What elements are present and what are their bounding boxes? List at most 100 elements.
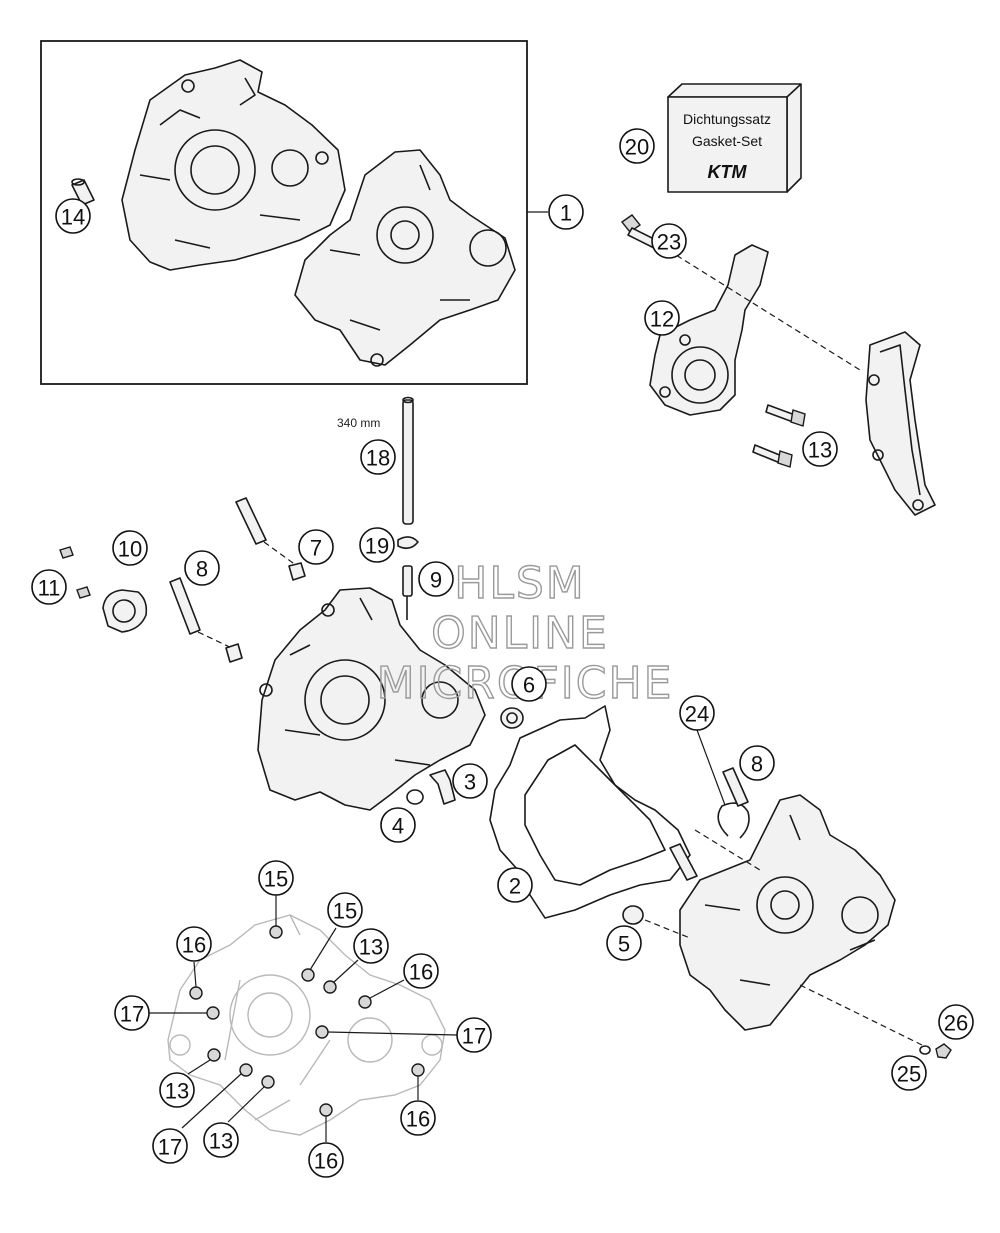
gasket-2-illustration (489, 705, 691, 919)
callout-5[interactable]: 5 (606, 925, 642, 961)
callout-13-right[interactable]: 13 (802, 431, 838, 467)
dash-7 (263, 541, 301, 569)
callout-10[interactable]: 10 (112, 530, 148, 566)
svg-text:17: 17 (462, 1024, 486, 1049)
svg-text:19: 19 (365, 534, 389, 559)
svg-text:16: 16 (314, 1149, 338, 1174)
svg-text:13: 13 (808, 438, 832, 463)
callout-1[interactable]: 1 (548, 194, 584, 230)
watermark-line1: HLSM (454, 558, 586, 609)
callout-16-b[interactable]: 16 (403, 953, 439, 989)
callout-15-b[interactable]: 15 (327, 892, 363, 928)
callout-23[interactable]: 23 (651, 223, 687, 259)
svg-text:10: 10 (118, 537, 142, 562)
dowel-7-illustration (288, 562, 306, 581)
svg-text:16: 16 (409, 960, 433, 985)
svg-text:24: 24 (685, 702, 709, 727)
svg-text:18: 18 (366, 446, 390, 471)
svg-text:16: 16 (406, 1107, 430, 1132)
dash-23-to-frame (667, 249, 861, 371)
circlip-24-illustration (717, 802, 750, 839)
callout-25[interactable]: 25 (891, 1055, 927, 1091)
callout-4[interactable]: 4 (380, 807, 416, 843)
svg-text:26: 26 (944, 1011, 968, 1036)
bolts-13-right-illustration (752, 404, 806, 468)
dowel-8-right-2-illustration (669, 843, 698, 881)
dowel-8-right-illustration (722, 767, 749, 807)
svg-text:15: 15 (264, 867, 288, 892)
plug-3-illustration (429, 769, 456, 805)
callout-11[interactable]: 11 (31, 569, 67, 605)
callout-19[interactable]: 19 (359, 527, 395, 563)
callout-16-d[interactable]: 16 (308, 1142, 344, 1178)
washer-25-illustration (919, 1045, 931, 1055)
svg-text:1: 1 (560, 201, 572, 226)
callout-17-a[interactable]: 17 (114, 995, 150, 1031)
callout-17-b[interactable]: 17 (456, 1017, 492, 1053)
crankcase-bolt-pattern-illustration (167, 914, 446, 1136)
svg-text:12: 12 (650, 307, 674, 332)
ignition-cover-bracket-illustration (649, 244, 769, 416)
callout-15-a[interactable]: 15 (258, 860, 294, 896)
washer-4-illustration (406, 789, 424, 805)
callout-13-b[interactable]: 13 (159, 1072, 195, 1108)
watermark-line2: ONLINE (431, 608, 609, 659)
svg-text:13: 13 (165, 1079, 189, 1104)
callout-16-a[interactable]: 16 (176, 926, 212, 962)
crankcase-left-half-illustration (121, 59, 346, 271)
callout-12[interactable]: 12 (644, 300, 680, 336)
gasket-set-box: Dichtungssatz Gasket-Set KTM (667, 83, 802, 193)
screws-11-illustration (59, 546, 91, 599)
stud-8-left-illustration (169, 577, 201, 635)
callout-3[interactable]: 3 (452, 763, 488, 799)
callout-9[interactable]: 9 (418, 561, 454, 597)
svg-text:14: 14 (61, 205, 85, 230)
callout-6[interactable]: 6 (511, 666, 547, 702)
svg-text:9: 9 (430, 568, 442, 593)
callout-18[interactable]: 18 (360, 439, 396, 475)
crankcase-left-exploded-illustration (257, 587, 486, 811)
callout-20[interactable]: 20 (619, 128, 655, 164)
svg-text:25: 25 (897, 1062, 921, 1087)
callout-2[interactable]: 2 (497, 867, 533, 903)
ktm-logo: KTM (708, 162, 748, 182)
svg-text:8: 8 (196, 557, 208, 582)
callout-26[interactable]: 26 (938, 1004, 974, 1040)
svg-text:6: 6 (523, 673, 535, 698)
dash-8-right (694, 829, 761, 871)
gasket-box-line2: Gasket-Set (692, 133, 762, 149)
svg-text:4: 4 (392, 814, 404, 839)
svg-text:15: 15 (333, 899, 357, 924)
svg-text:5: 5 (618, 932, 630, 957)
nut-26-illustration (935, 1043, 952, 1059)
bushing-5-illustration (622, 905, 644, 925)
callout-8-left[interactable]: 8 (184, 550, 220, 586)
callout-16-c[interactable]: 16 (400, 1100, 436, 1136)
gasket-box-line1: Dichtungssatz (683, 111, 771, 127)
svg-text:20: 20 (625, 135, 649, 160)
svg-text:11: 11 (38, 576, 61, 601)
dowel-pin-14-illustration (71, 178, 95, 206)
callout-7[interactable]: 7 (298, 529, 334, 565)
tube-18-illustration (402, 396, 414, 525)
svg-text:13: 13 (359, 935, 383, 960)
svg-text:23: 23 (657, 230, 681, 255)
svg-text:16: 16 (182, 933, 206, 958)
dash-5 (644, 919, 691, 939)
callout-24[interactable]: 24 (679, 695, 715, 731)
clip-19-illustration (397, 536, 419, 550)
svg-text:8: 8 (751, 752, 763, 777)
frame-section-illustration (865, 331, 936, 516)
callout-17-c[interactable]: 17 (152, 1128, 188, 1164)
callout-13-c[interactable]: 13 (203, 1122, 239, 1158)
svg-text:13: 13 (209, 1129, 233, 1154)
callout-8-right[interactable]: 8 (739, 745, 775, 781)
callout-13-a[interactable]: 13 (353, 928, 389, 964)
callout-14[interactable]: 14 (55, 198, 91, 234)
svg-text:17: 17 (158, 1135, 182, 1160)
cover-plate-10-illustration (102, 589, 148, 633)
bushing-6-illustration (500, 707, 524, 729)
svg-text:17: 17 (120, 1002, 144, 1027)
stud-7-illustration (235, 497, 267, 545)
